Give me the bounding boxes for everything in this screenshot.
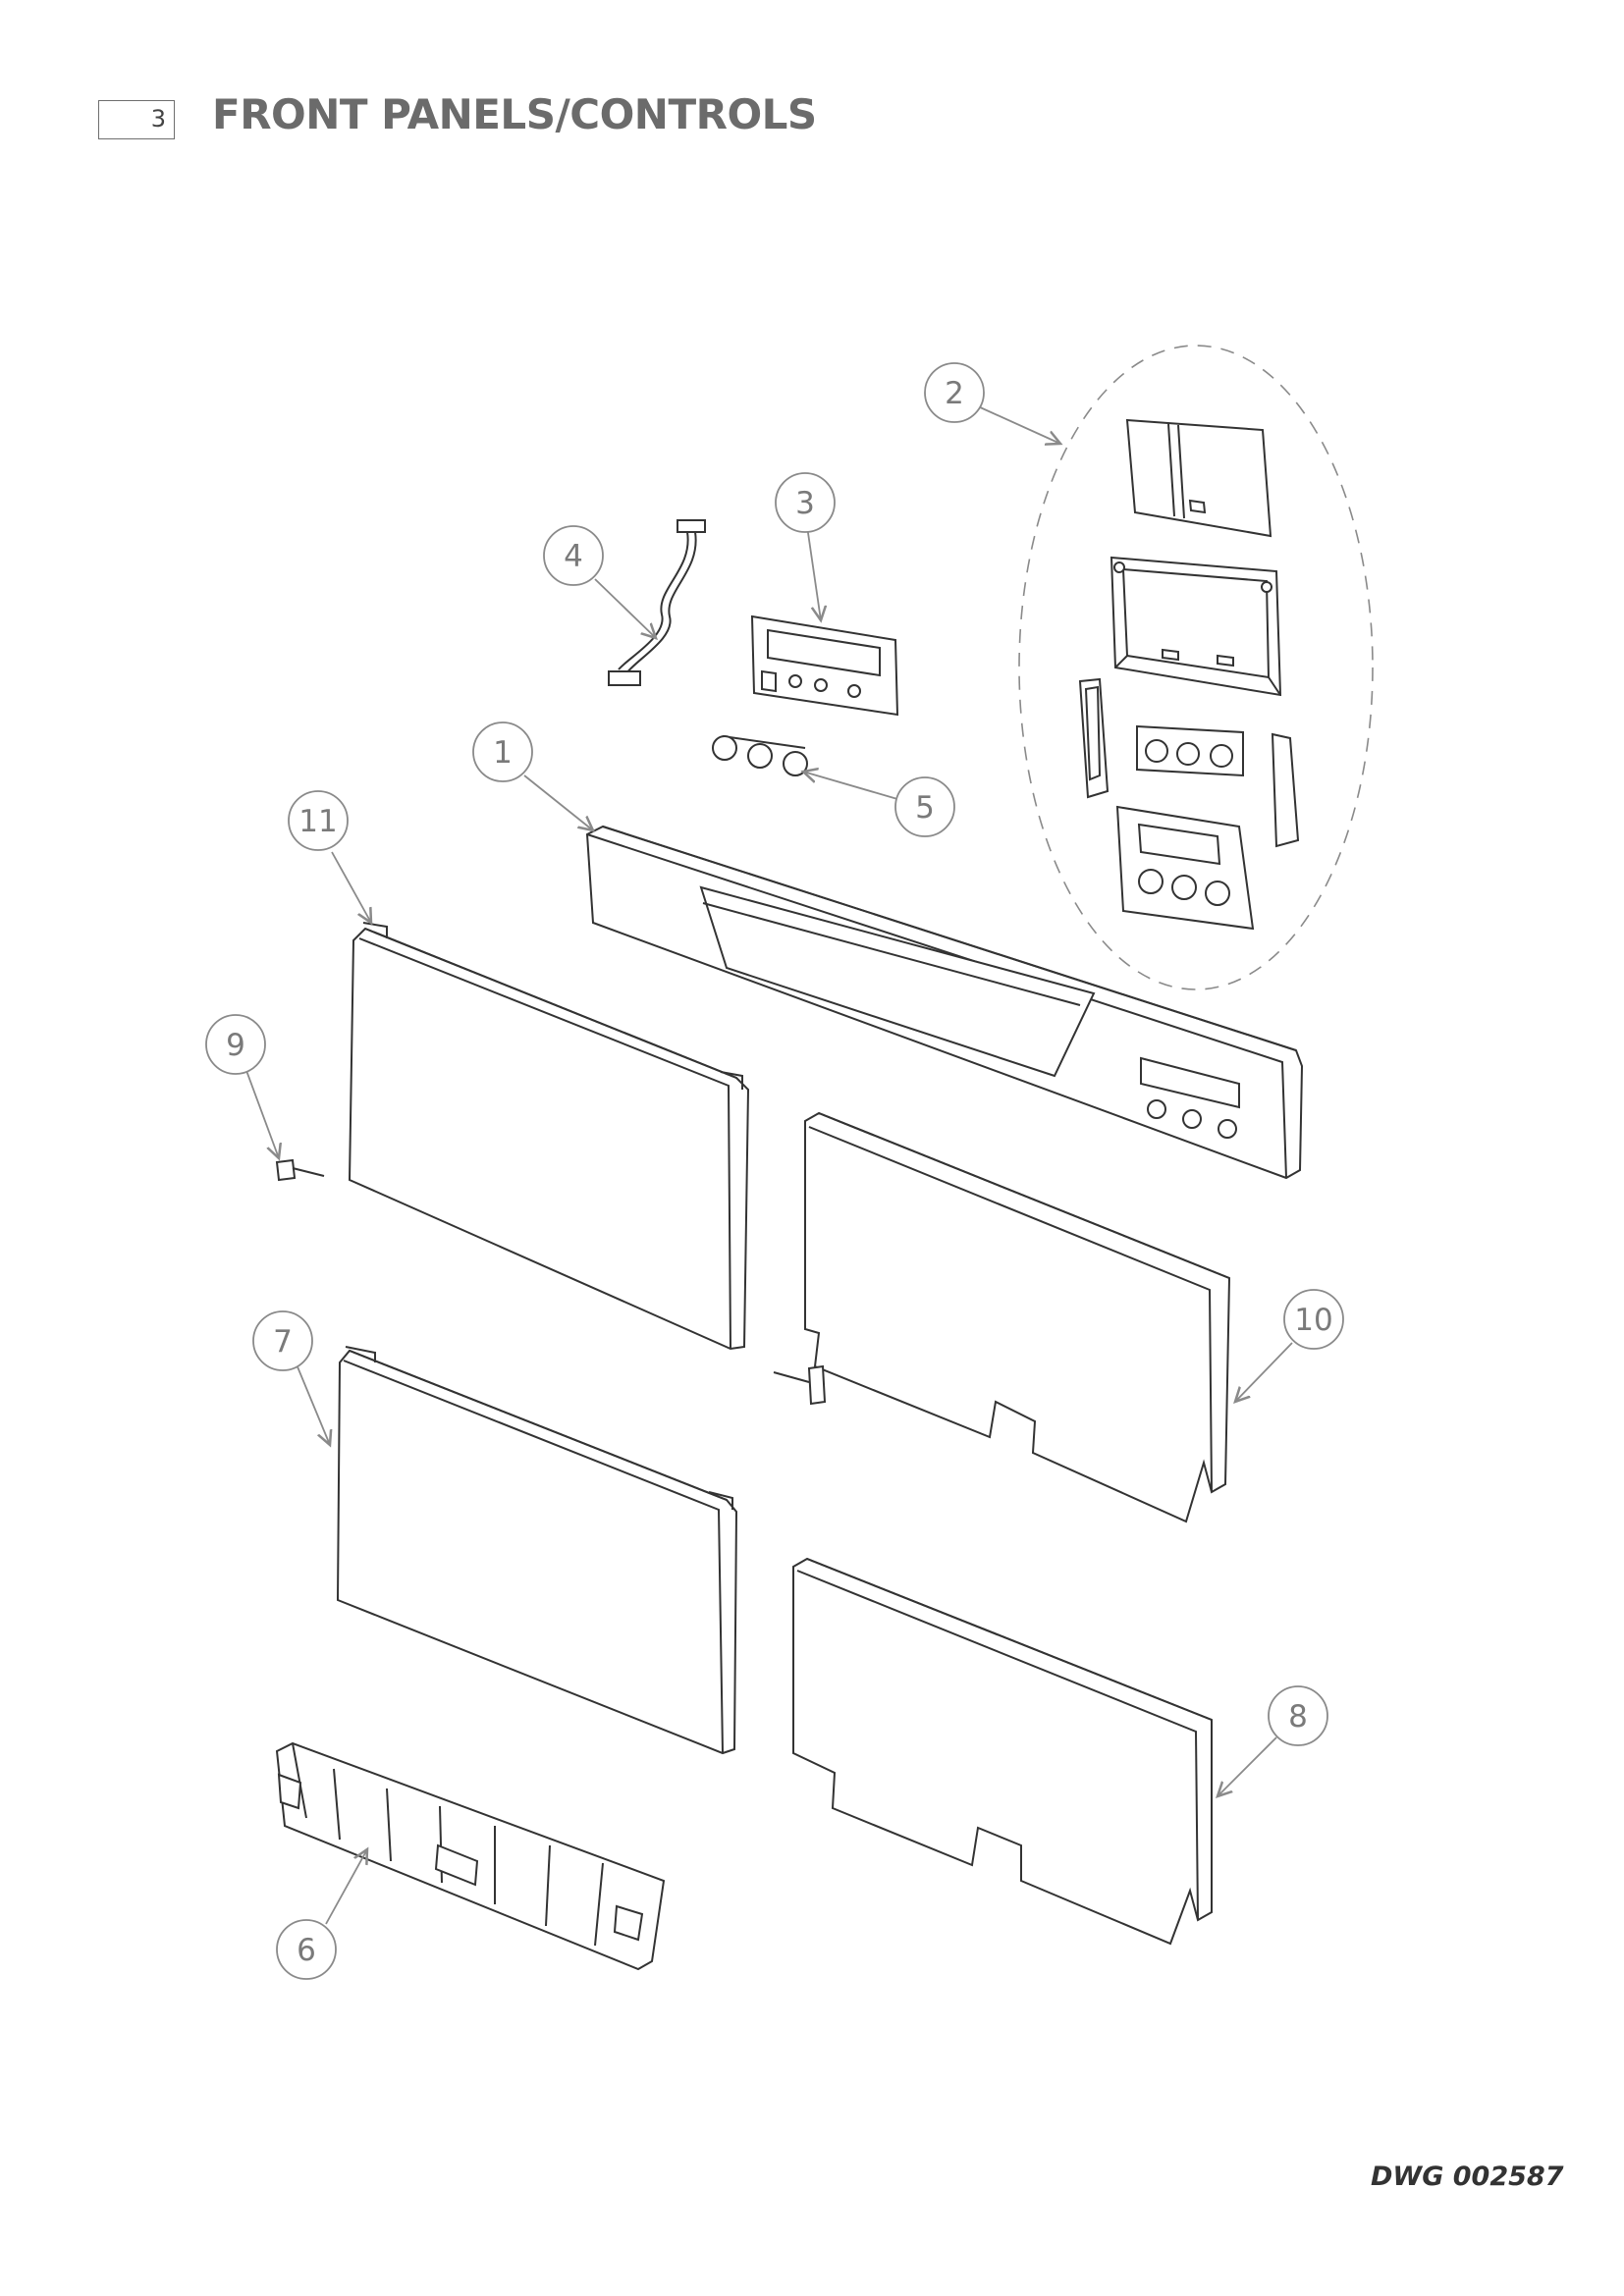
callout-label-2: 2 — [945, 376, 964, 411]
leader-line-2 — [977, 405, 1060, 444]
leader-line-8 — [1218, 1736, 1277, 1796]
control-cover-part — [1125, 418, 1272, 538]
leader-line-3 — [806, 525, 821, 620]
page-title: FRONT PANELS/CONTROLS — [212, 90, 817, 138]
kickplate-part — [275, 1741, 666, 1971]
leader-line-4 — [594, 578, 656, 638]
control-module-group-outline — [1018, 345, 1374, 990]
callout-label-7: 7 — [273, 1324, 293, 1360]
callout-label-11: 11 — [298, 804, 337, 839]
screw-part-upper — [275, 1158, 325, 1182]
callout-label-3: 3 — [795, 486, 815, 521]
callout-circle-5 — [894, 776, 955, 837]
wiring-harness-part — [608, 519, 706, 686]
drawing-number: DWG 002587 — [1371, 2162, 1564, 2192]
leader-line-5 — [803, 772, 898, 800]
callout-label-9: 9 — [226, 1028, 245, 1063]
control-panel-part — [585, 825, 1304, 1180]
callout-circle-4 — [543, 525, 604, 586]
callout-circle-2 — [924, 362, 985, 423]
leader-line-1 — [523, 774, 593, 830]
upper-drawer-front-part — [348, 922, 750, 1351]
callout-label-8: 8 — [1288, 1699, 1308, 1735]
screw-part-lower — [773, 1364, 827, 1406]
callout-circle-6 — [276, 1919, 337, 1980]
control-housing-part — [1110, 556, 1282, 697]
callout-circle-8 — [1268, 1685, 1328, 1746]
right-clip-part — [1271, 732, 1300, 848]
button-strip-part — [1136, 724, 1244, 777]
callout-circle-10 — [1283, 1289, 1344, 1350]
leader-line-11 — [331, 851, 371, 923]
callout-label-4: 4 — [564, 539, 583, 574]
callout-circle-3 — [775, 472, 836, 533]
leader-line-10 — [1235, 1342, 1293, 1402]
lower-drawer-front-part — [336, 1346, 738, 1755]
section-number-box: 3 — [98, 100, 175, 139]
leader-line-6 — [325, 1849, 367, 1925]
callout-circle-11 — [288, 790, 349, 851]
left-clip-part — [1078, 677, 1110, 799]
callout-label-1: 1 — [493, 735, 513, 771]
control-pcb-part — [750, 614, 899, 717]
callout-label-5: 5 — [915, 790, 935, 826]
callout-label-10: 10 — [1294, 1303, 1332, 1338]
callout-circle-7 — [252, 1310, 313, 1371]
callout-circle-1 — [472, 721, 533, 782]
callout-label-6: 6 — [297, 1933, 316, 1968]
upper-insulation-panel-part — [804, 1111, 1231, 1523]
leader-line-9 — [244, 1067, 279, 1158]
lower-insulation-panel-part — [792, 1557, 1213, 1946]
section-number: 3 — [150, 105, 166, 133]
display-bezel-part — [1115, 805, 1255, 931]
leader-line-7 — [296, 1363, 330, 1445]
callout-circle-9 — [205, 1014, 266, 1075]
push-buttons-part — [712, 735, 808, 776]
